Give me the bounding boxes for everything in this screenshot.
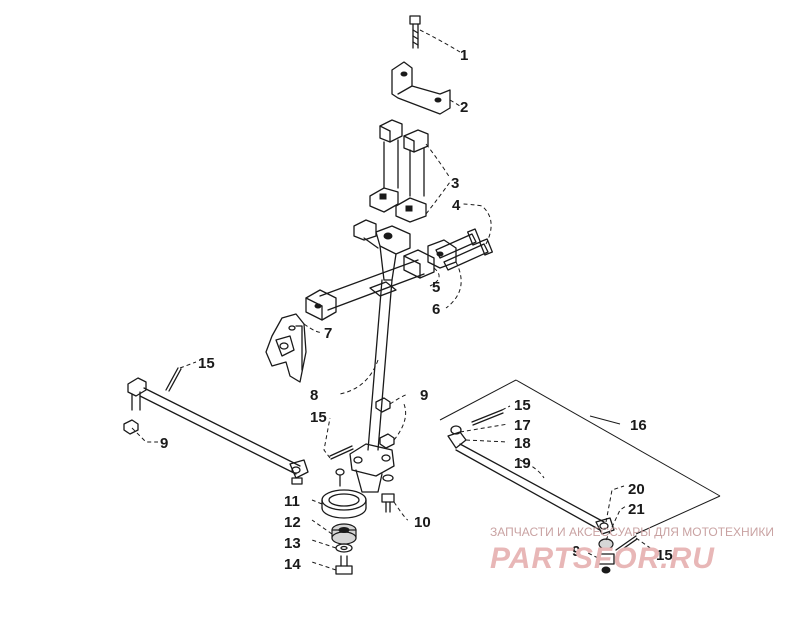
part-15-cotter-pin-right (471, 409, 638, 554)
callout-15-left: 15 (198, 355, 215, 372)
kit-16-boundary (439, 379, 721, 535)
part-15-cotter-pin-center (329, 445, 354, 487)
callout-12: 12 (284, 514, 301, 531)
part-12-bushing (331, 523, 357, 545)
callout-15-center: 15 (310, 409, 327, 426)
part-2-bracket (391, 61, 451, 115)
part-7-clamp-left (305, 289, 337, 321)
callout-3: 3 (451, 175, 459, 192)
callout-2: 2 (460, 99, 468, 116)
callout-15-right-top: 15 (514, 397, 531, 414)
part-3-clamp-lower (369, 187, 427, 223)
part-1-bolt (409, 15, 421, 49)
callout-6: 6 (432, 301, 440, 318)
callout-7: 7 (324, 325, 332, 342)
callout-13: 13 (284, 535, 301, 552)
callout-4: 4 (452, 197, 461, 214)
callout-20: 20 (628, 481, 645, 498)
callout-16: 16 (630, 417, 647, 434)
callout-8: 8 (310, 387, 318, 404)
leader-lines (131, 29, 657, 571)
part-4-bolts (435, 228, 493, 271)
part-15-cotter-pin-left (165, 367, 182, 392)
part-7-mount-bracket (265, 313, 307, 383)
part-14-bolt (335, 555, 353, 575)
callout-18: 18 (514, 435, 531, 452)
callout-19: 19 (514, 455, 531, 472)
callout-10: 10 (414, 514, 431, 531)
callout-1: 1 (460, 47, 468, 64)
part-5-clamp-right (403, 239, 457, 279)
callout-11: 11 (284, 493, 300, 510)
tie-rod-left (127, 377, 309, 485)
part-11-bearing-ring (321, 489, 367, 519)
watermark-brand: PARTSFOR.RU (490, 542, 715, 575)
callout-15-right-bottom: 15 (656, 547, 673, 564)
callout-14: 14 (284, 556, 301, 573)
callout-9-right: 9 (572, 543, 580, 560)
part-3-clamp-upper (379, 119, 429, 197)
part-8-steering-shaft (367, 279, 393, 451)
callout-21: 21 (628, 501, 645, 518)
cross-tube (319, 259, 425, 311)
part-13-washer (335, 543, 353, 553)
part-10-bolts (381, 474, 395, 513)
callout-17: 17 (514, 417, 531, 434)
part-9-nut-left (123, 419, 139, 435)
callout-9-left: 9 (160, 435, 168, 452)
part-9-nuts (375, 397, 395, 449)
callout-9-center: 9 (420, 387, 428, 404)
column-upper-mount (353, 219, 411, 281)
watermark-caption: ЗАПЧАСТИ И АКСЕССУАРЫ ДЛЯ МОТОТЕХНИКИ (490, 525, 774, 539)
callout-5: 5 (432, 279, 440, 296)
column-pitman-arm (349, 443, 395, 493)
